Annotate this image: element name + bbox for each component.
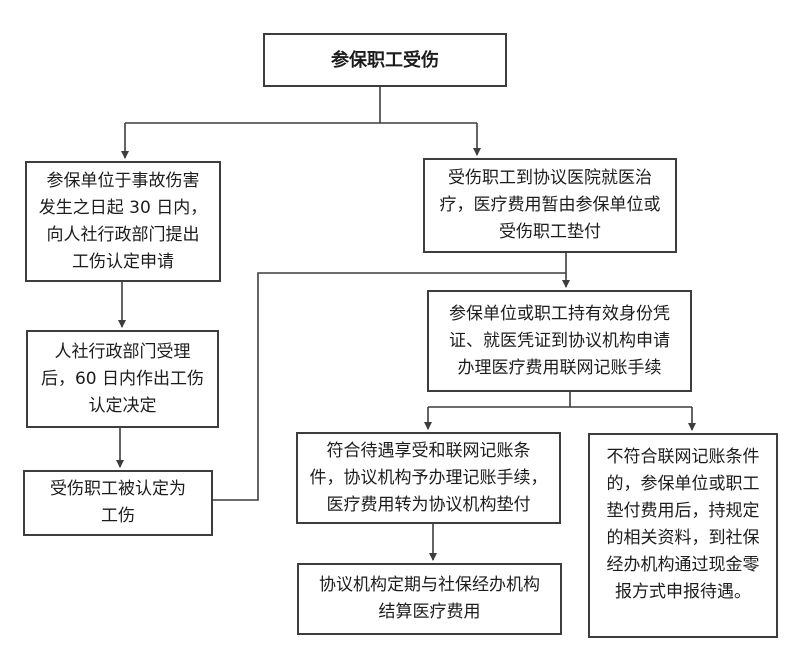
node-recognition-decision: 人社行政部门受理 后，60 日内作出工伤 认定决定 bbox=[26, 330, 219, 428]
node-not-meets-network-billing-conditions: 不符合联网记账条件 的，参保单位或职工 垫付费用后，持规定 的相关资料，到社保 … bbox=[588, 433, 778, 638]
node-text: 协议机构定期与社保经办机构 结算医疗费用 bbox=[319, 575, 540, 622]
node-text: 受伤职工被认定为 工伤 bbox=[50, 479, 186, 526]
node-text: 受伤职工到协议医院就医治 疗，医疗费用暂由参保单位或 受伤职工垫付 bbox=[439, 168, 661, 242]
node-text: 人社行政部门受理 后，60 日内作出工伤 认定决定 bbox=[40, 341, 205, 416]
node-apply-injury-recognition: 参保单位于事故伤害 发生之日起 30 日内， 向人社行政部门提出 工伤认定申请 bbox=[25, 161, 221, 282]
node-recognized-as-work-injury: 受伤职工被认定为 工伤 bbox=[23, 470, 213, 536]
node-insured-employee-injured: 参保职工受伤 bbox=[263, 33, 507, 87]
node-text: 参保职工受伤 bbox=[331, 49, 439, 71]
node-text: 不符合联网记账条件 的，参保单位或职工 垫付费用后，持规定 的相关资料，到社保 … bbox=[606, 447, 760, 602]
node-network-billing-application: 参保单位或职工持有效身份凭 证、就医凭证到协议机构申请 办理医疗费用联网记账手续 bbox=[427, 290, 692, 392]
node-periodic-settlement: 协议机构定期与社保经办机构 结算医疗费用 bbox=[297, 563, 562, 635]
node-hospital-treatment: 受伤职工到协议医院就医治 疗，医疗费用暂由参保单位或 受伤职工垫付 bbox=[423, 158, 677, 253]
node-text: 参保单位于事故伤害 发生之日起 30 日内， 向人社行政部门提出 工伤认定申请 bbox=[38, 170, 208, 272]
node-meets-network-billing-conditions: 符合待遇享受和联网记账条 件，协议机构予办理记账手续， 医疗费用转为协议机构垫付 bbox=[296, 432, 561, 524]
node-text: 参保单位或职工持有效身份凭 证、就医凭证到协议机构申请 办理医疗费用联网记账手续 bbox=[449, 303, 670, 378]
node-text: 符合待遇享受和联网记账条 件，协议机构予办理记账手续， 医疗费用转为协议机构垫付 bbox=[309, 440, 548, 515]
